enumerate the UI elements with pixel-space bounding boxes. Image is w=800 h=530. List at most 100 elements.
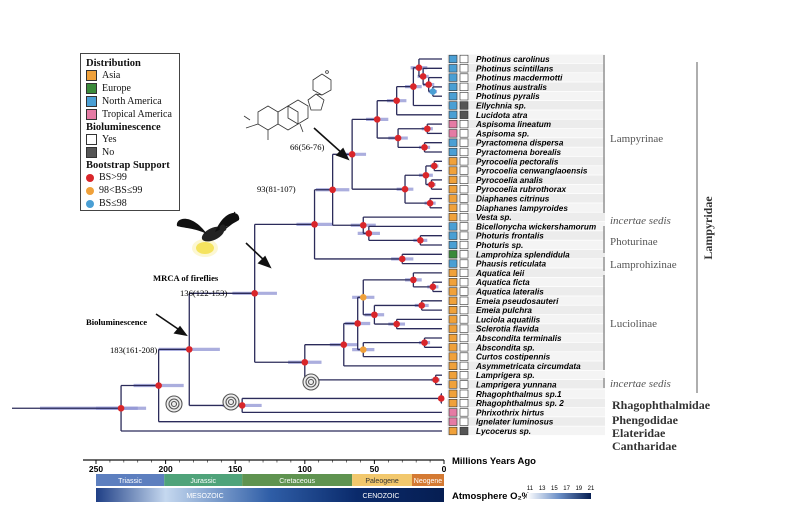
bioluminescence-box <box>459 54 469 64</box>
bioluminescence-box <box>459 129 469 138</box>
support-node <box>354 320 361 327</box>
distribution-box <box>448 138 458 147</box>
bioluminescence-box <box>459 138 469 147</box>
taxon-row-bg <box>447 101 605 110</box>
support-node <box>373 116 381 123</box>
family-rhagophthalmidae: Rhagophthalmidae <box>612 398 711 412</box>
taxon-label: Curtos costipennis <box>476 353 551 362</box>
taxon-row-bg <box>447 91 605 101</box>
support-node <box>359 294 367 301</box>
period-label: Cretaceous <box>279 478 315 485</box>
support-node <box>421 339 428 346</box>
taxon-label: Pyractomena dispersa <box>476 139 564 148</box>
taxon-label: Asymmetricata circumdata <box>475 362 581 371</box>
taxon-row-bg <box>447 268 605 277</box>
taxon-row-bg <box>447 119 605 129</box>
support-node <box>410 276 417 284</box>
legend-item: Tropical America <box>86 108 174 121</box>
legend-label: 98<BS≤99 <box>99 185 143 196</box>
distribution-box <box>448 175 458 185</box>
swatch-yes <box>86 134 97 145</box>
bioluminescence-box <box>459 287 469 296</box>
o2-tick: 15 <box>551 486 558 492</box>
legend-label: North America <box>102 96 162 107</box>
taxon-label: Lycocerus sp. <box>476 427 531 436</box>
taxon-label: Lamprigera yunnana <box>476 381 557 390</box>
taxon-label: Photinus pyralis <box>476 92 540 101</box>
support-node <box>301 358 309 366</box>
distribution-box <box>448 324 458 333</box>
distribution-box <box>448 250 458 259</box>
distribution-box <box>448 398 458 408</box>
legend-bootstrap-title: Bootstrap Support <box>86 160 170 171</box>
era-bar <box>96 488 444 502</box>
taxon-row-bg <box>447 287 605 296</box>
support-node <box>394 134 402 142</box>
bioluminescence-box <box>459 147 469 157</box>
support-node <box>340 341 348 348</box>
period-box <box>411 474 444 486</box>
period-label: Neogene <box>414 478 443 485</box>
period-box <box>352 474 412 486</box>
taxon-row-bg <box>447 82 605 91</box>
taxon-row-bg <box>447 156 605 166</box>
subfamily-incertae-2: incertae sedis <box>610 378 671 390</box>
taxon-label: Photinus macdermotti <box>476 74 563 83</box>
era-mesozoic: MESOZOIC <box>186 493 223 500</box>
taxon-row-bg <box>447 426 605 436</box>
taxon-label: Phrixothrix hirtus <box>476 408 545 417</box>
legend-item: 98<BS≤99 <box>86 184 174 197</box>
taxon-row-bg <box>447 324 605 333</box>
support-node <box>423 125 431 133</box>
distribution-box <box>448 157 458 166</box>
tick-label: 50 <box>370 464 380 474</box>
bioluminescence-box <box>459 166 469 175</box>
distribution-box <box>448 240 458 250</box>
taxon-row-bg <box>447 54 605 64</box>
taxon-row-bg <box>447 249 605 259</box>
taxon-row-bg <box>447 417 605 426</box>
taxon-label: Photuris frontalis <box>476 232 544 241</box>
taxon-row-bg <box>447 110 605 119</box>
support-node <box>410 83 417 90</box>
family-elateridae: Elateridae <box>612 426 666 440</box>
taxon-label: Lamprigera sp. <box>476 371 535 380</box>
support-node <box>421 144 428 151</box>
period-box <box>96 474 165 486</box>
annotation-arrows <box>155 127 350 337</box>
taxon-label: Aspisoma sp. <box>475 129 529 138</box>
bioluminescence-box <box>459 194 469 203</box>
distribution-box <box>448 408 458 417</box>
family-lampyridae: Lampyridae <box>701 196 715 260</box>
bioluminescence-box <box>459 296 469 305</box>
taxon-row-bg <box>447 296 605 305</box>
distribution-box <box>448 268 458 278</box>
distribution-box <box>448 296 458 305</box>
taxon-row-bg <box>447 212 605 222</box>
bioluminescence-box <box>459 352 469 361</box>
period-box <box>242 474 353 486</box>
distribution-box <box>448 352 458 361</box>
taxon-label: Phausis reticulata <box>476 260 547 269</box>
node-support-dots <box>117 64 445 412</box>
bioluminescence-box <box>459 305 469 315</box>
bioluminescence-box <box>459 110 469 119</box>
bioluminescence-box <box>459 92 469 101</box>
taxon-row-bg <box>447 398 605 408</box>
support-node <box>425 81 432 88</box>
bioluminescence-box <box>459 259 469 268</box>
legend-item: No <box>86 146 174 159</box>
legend-item: Europe <box>86 82 174 95</box>
taxon-label: Rhagophthalmus sp.1 <box>476 390 562 399</box>
bioluminescence-box <box>459 203 469 212</box>
taxon-label: Aquatica lateralis <box>475 288 544 297</box>
taxon-label: Pyractomena borealis <box>476 148 562 157</box>
taxon-row-bg <box>447 333 605 343</box>
taxon-label: Ignelater luminosus <box>476 418 554 427</box>
distribution-box <box>448 120 458 129</box>
taxon-label: Lucidota atra <box>476 111 528 120</box>
taxon-row-bg <box>447 138 605 147</box>
support-node <box>185 346 193 353</box>
